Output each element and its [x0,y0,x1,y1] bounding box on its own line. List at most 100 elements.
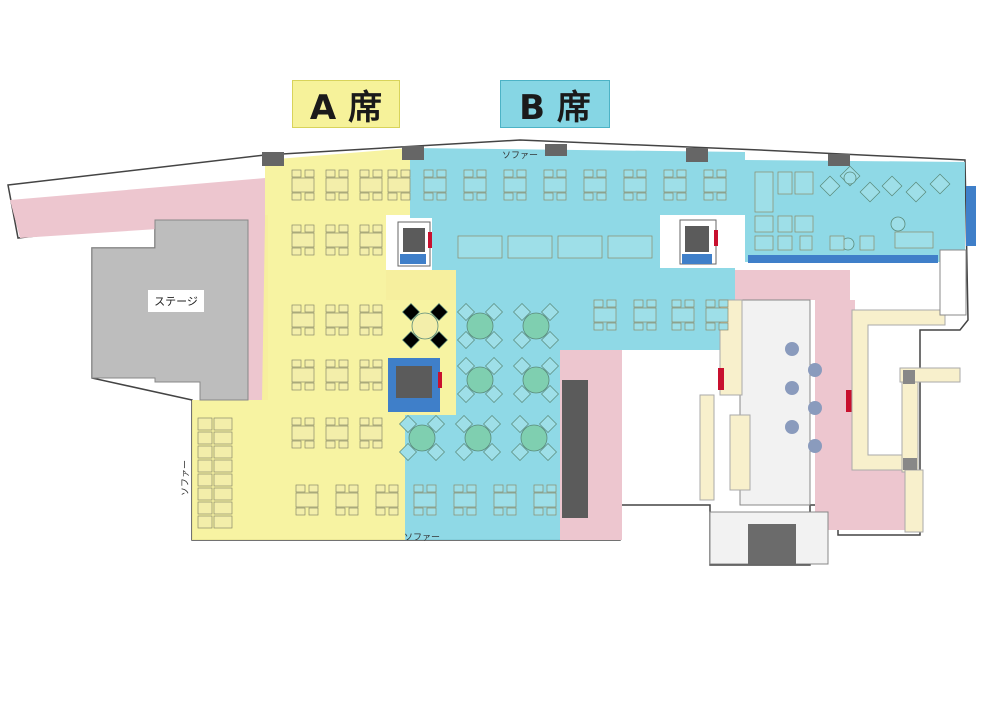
sofa-bottom-label: ソファー [404,533,440,543]
sofa-seat [213,473,233,487]
chair [304,440,315,449]
sofa-seat [197,459,213,473]
chair [295,507,306,516]
chair [596,169,607,178]
sofa-seat [197,445,213,459]
round-table [522,366,550,394]
chair [402,331,420,349]
chair [325,359,336,368]
chair [606,322,617,331]
chair [513,385,531,403]
chair [325,382,336,391]
table [533,492,557,508]
chair [291,382,302,391]
chair [335,507,346,516]
chair [476,192,487,201]
chair [325,440,336,449]
chair [663,169,674,178]
lounge-chair [881,175,903,197]
chair [511,443,529,461]
chair [375,484,386,493]
sofa-seat [197,487,213,501]
chair [676,192,687,201]
chair [513,303,531,321]
chair [646,299,657,308]
table [663,177,687,193]
chair [457,357,475,375]
chair [372,224,383,233]
chair [387,169,398,178]
chair [291,247,302,256]
table [423,177,447,193]
chair [485,303,503,321]
chair [295,484,306,493]
chair [325,224,336,233]
chair [476,169,487,178]
chair [359,192,370,201]
chair [372,247,383,256]
sofa [754,235,774,251]
chair [372,440,383,449]
chair [636,169,647,178]
chair [684,299,695,308]
chair [335,484,346,493]
sofa [777,215,793,233]
chair [533,507,544,516]
chair [493,507,504,516]
pillars [388,219,718,518]
chair [338,440,349,449]
sofa [859,235,875,251]
chair [596,192,607,201]
chair [541,385,559,403]
sofa-seat [197,515,213,529]
chair [291,224,302,233]
chair [705,299,716,308]
chair [703,169,714,178]
table [453,492,477,508]
chair [291,169,302,178]
chair [718,322,729,331]
sofa-seat [213,431,233,445]
sofa-seat [213,515,233,529]
chair [308,507,319,516]
table [413,492,437,508]
window-frames [262,144,850,166]
chair [583,192,594,201]
table [493,492,517,508]
chair [359,382,370,391]
lounge-chair [929,173,951,195]
chair [304,192,315,201]
sofa [754,171,774,213]
chair [325,192,336,201]
chair [671,322,682,331]
chair [372,169,383,178]
chair [304,327,315,336]
chair [716,169,727,178]
lounge-table [890,216,906,232]
chair [485,331,503,349]
table [705,307,729,323]
zone-a [192,148,456,540]
chair [483,415,501,433]
chair [348,484,359,493]
chair [503,169,514,178]
round-table [408,424,436,452]
chair [304,169,315,178]
table [583,177,607,193]
sofa [829,235,845,251]
chair [338,247,349,256]
chair [338,304,349,313]
chair [399,415,417,433]
chair [466,484,477,493]
chair [623,192,634,201]
chair [372,192,383,201]
chair [338,169,349,178]
table [633,307,657,323]
table [325,232,349,248]
table [359,232,383,248]
bar-area [699,186,976,565]
chair [291,440,302,449]
chair [325,417,336,426]
chair [291,359,302,368]
chair [338,224,349,233]
